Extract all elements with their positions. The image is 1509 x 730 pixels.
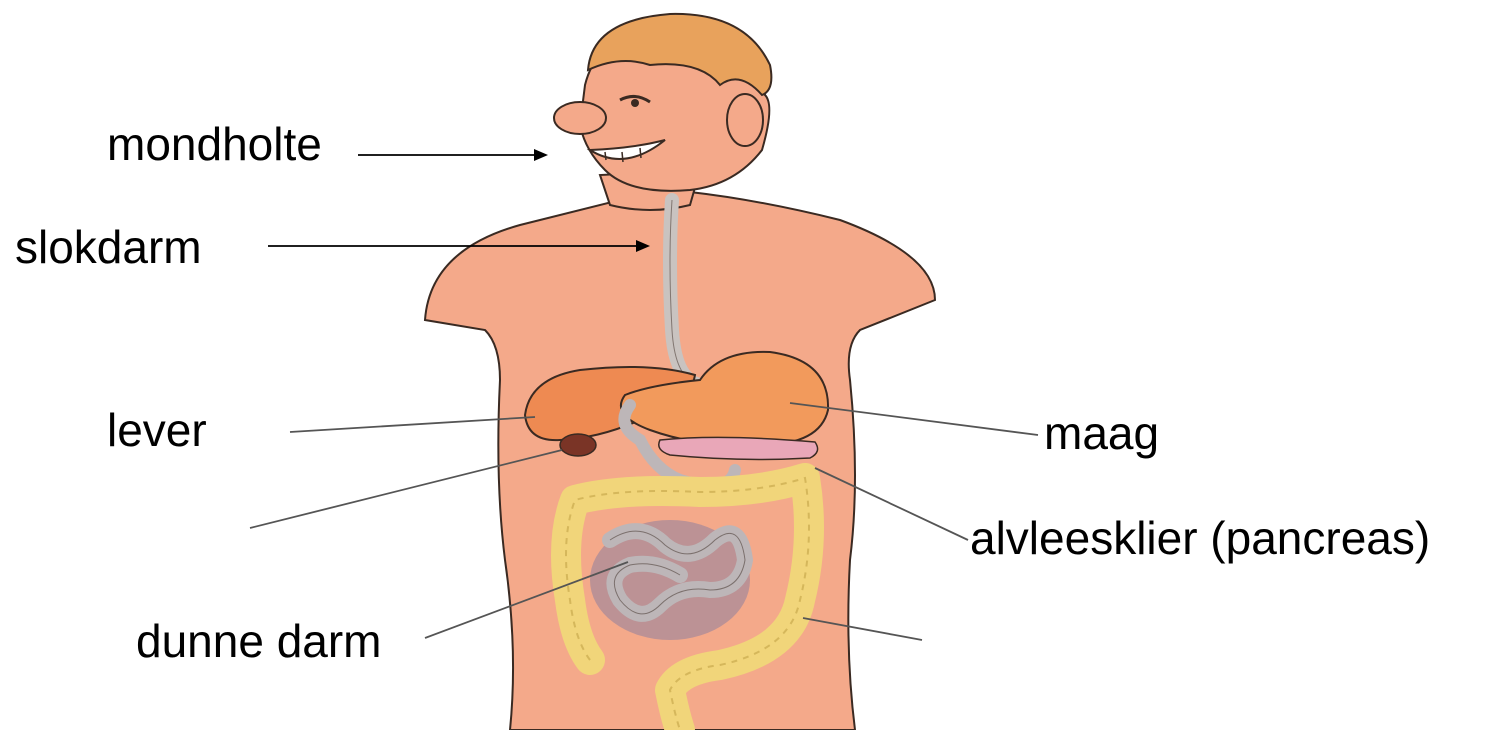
small-intestine (590, 520, 750, 640)
label-mondholte: mondholte (107, 121, 322, 167)
gallbladder (560, 434, 596, 456)
ear (727, 94, 763, 146)
label-dunne-darm: dunne darm (136, 618, 382, 664)
label-slokdarm: slokdarm (15, 224, 202, 270)
pancreas (659, 437, 818, 459)
label-alvleesklier: alvleesklier (pancreas) (970, 515, 1430, 561)
torso (425, 192, 935, 730)
label-lever: lever (107, 407, 207, 453)
pupil (631, 99, 639, 107)
label-maag: maag (1044, 410, 1159, 456)
nose (554, 102, 606, 134)
